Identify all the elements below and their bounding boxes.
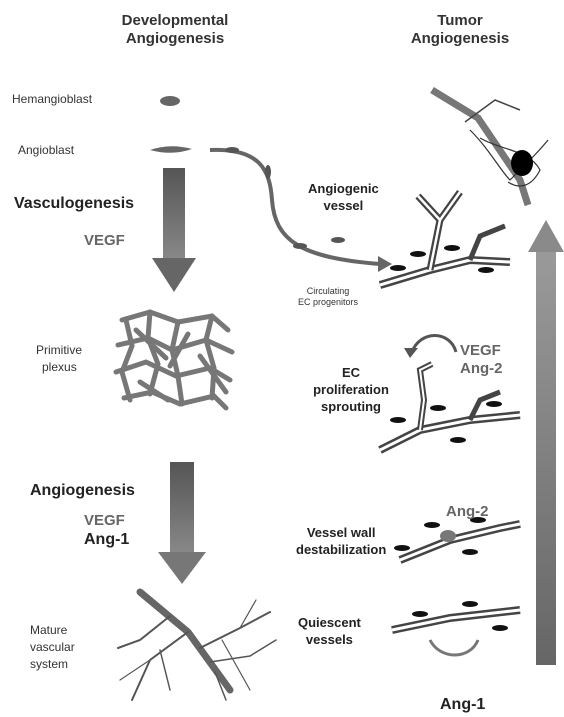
label-mature-line3: system <box>30 656 75 673</box>
label-ang2-destabilization: Ang-2 <box>446 503 489 520</box>
label-primitive-line1: Primitive <box>36 342 82 359</box>
label-mature-line2: vascular <box>30 639 75 656</box>
label-angiogenesis: Angiogenesis <box>30 482 135 500</box>
label-wall-line2: destabilization <box>296 541 386 558</box>
header-left-line2: Angiogenesis <box>100 30 250 48</box>
label-wall-line1: Vessel wall <box>296 524 386 541</box>
label-vegf-1: VEGF <box>84 232 125 249</box>
label-circulating-progenitors: Circulating EC progenitors <box>298 286 358 308</box>
angiogenesis-arrow <box>158 462 206 584</box>
angioblast-cell <box>150 146 192 153</box>
label-quiescent-line1: Quiescent <box>298 614 361 631</box>
vasculogenesis-arrow <box>152 168 196 292</box>
label-angiogenic-vessel: Angiogenic vessel <box>308 180 379 214</box>
label-mature-line1: Mature <box>30 622 75 639</box>
label-vasculogenesis: Vasculogenesis <box>14 195 134 213</box>
label-mature-system: Mature vascular system <box>30 622 75 673</box>
label-primitive-line2: plexus <box>36 359 82 376</box>
tumor-progression-arrow <box>528 220 564 665</box>
label-angiogenic-line1: Angiogenic <box>308 180 379 197</box>
label-circ-line1: Circulating <box>298 286 358 297</box>
label-ec-line3: sprouting <box>306 398 396 415</box>
hemangioblast-cell <box>160 96 180 106</box>
label-quiescent-vessels: Quiescent vessels <box>298 614 361 648</box>
label-angioblast: Angioblast <box>18 143 74 157</box>
label-vegf-2: VEGF <box>84 512 125 529</box>
label-hemangioblast: Hemangioblast <box>12 92 92 106</box>
label-ec-line2: proliferation <box>306 381 396 398</box>
label-quiescent-line2: vessels <box>298 631 361 648</box>
header-developmental: Developmental Angiogenesis <box>100 12 250 48</box>
header-tumor: Tumor Angiogenesis <box>395 12 525 48</box>
label-ec-proliferation: EC proliferation sprouting <box>306 364 396 415</box>
header-right-line1: Tumor <box>395 12 525 30</box>
label-vegf-right: VEGF <box>460 342 501 359</box>
destabilized-vessel <box>394 517 520 560</box>
label-ang2-sprouting: Ang-2 <box>460 360 503 377</box>
header-left-line1: Developmental <box>100 12 250 30</box>
header-right-line2: Angiogenesis <box>395 30 525 48</box>
label-ec-line1: EC <box>306 364 396 381</box>
quiescent-vessel <box>392 601 520 655</box>
mature-vascular-tree <box>118 592 276 700</box>
label-ang1-quiescent: Ang-1 <box>440 696 485 714</box>
label-angiogenic-line2: vessel <box>308 197 379 214</box>
label-circ-line2: EC progenitors <box>298 297 358 308</box>
primitive-plexus <box>116 312 232 408</box>
label-ang1: Ang-1 <box>84 531 129 549</box>
label-primitive-plexus: Primitive plexus <box>36 342 82 376</box>
label-vessel-wall-destabilization: Vessel wall destabilization <box>296 524 386 558</box>
tumor-vessel <box>432 90 548 205</box>
angiogenic-vessel <box>380 192 510 285</box>
